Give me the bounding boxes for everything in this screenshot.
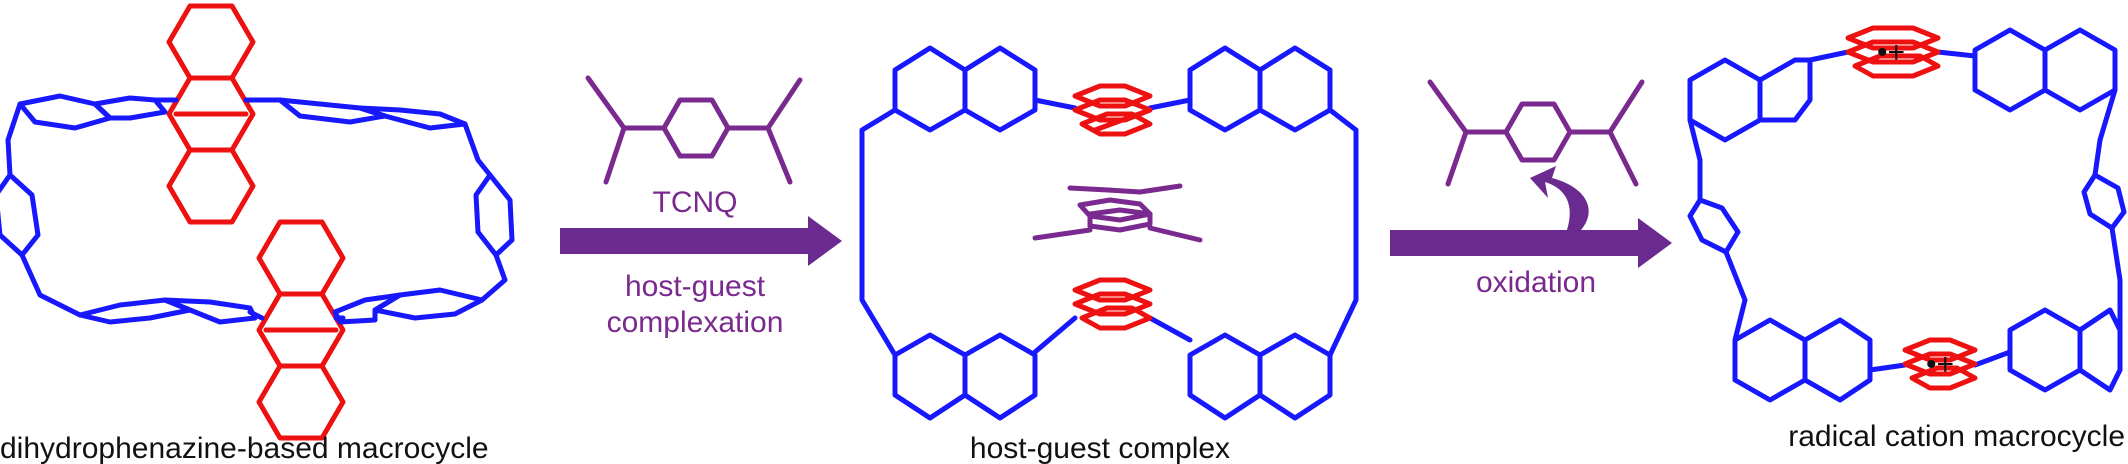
oxidation-label: oxidation	[1476, 266, 1596, 299]
released-tcnq	[1427, 79, 1645, 187]
caption-left: dihydrophenazine-based macrocycle	[0, 432, 489, 464]
arrow2-head	[1638, 218, 1672, 268]
radical-bottom-core	[1902, 337, 1978, 391]
host-guest-label: host-guest	[625, 270, 766, 303]
radical-top-core	[1845, 25, 1941, 79]
complex-host-frame	[859, 45, 1359, 421]
oxidation-arrow	[1390, 166, 1672, 268]
top-radical-cation-symbol: •+	[1877, 36, 1905, 69]
complex-bottom-core	[1072, 277, 1153, 331]
complex-guest-tcnq	[1032, 183, 1203, 243]
dihydrophenazine-macrocycle	[0, 3, 515, 441]
complexation-arrow	[560, 216, 842, 266]
host-guest-complex	[859, 45, 1359, 421]
tcnq-molecule	[585, 75, 803, 185]
caption-right: radical cation macrocycle	[1788, 420, 2125, 453]
arrow-shaft	[560, 228, 810, 254]
arrow-head	[808, 216, 842, 266]
top-phenazine-core	[166, 3, 256, 225]
arrow2-shaft	[1390, 230, 1640, 256]
complexation-label: complexation	[607, 306, 784, 339]
caption-middle: host-guest complex	[970, 432, 1230, 464]
complex-top-core	[1072, 83, 1153, 137]
bottom-radical-cation-symbol: •+	[1926, 348, 1954, 381]
radical-cation-macrocycle: •+ •+	[1687, 25, 2127, 403]
bottom-phenazine-core	[256, 219, 346, 441]
left-macrocycle-linkers	[0, 93, 515, 325]
tcnq-label: TCNQ	[653, 186, 738, 219]
radical-host-frame	[1687, 27, 2127, 403]
release-curved-arrow	[1530, 166, 1589, 236]
